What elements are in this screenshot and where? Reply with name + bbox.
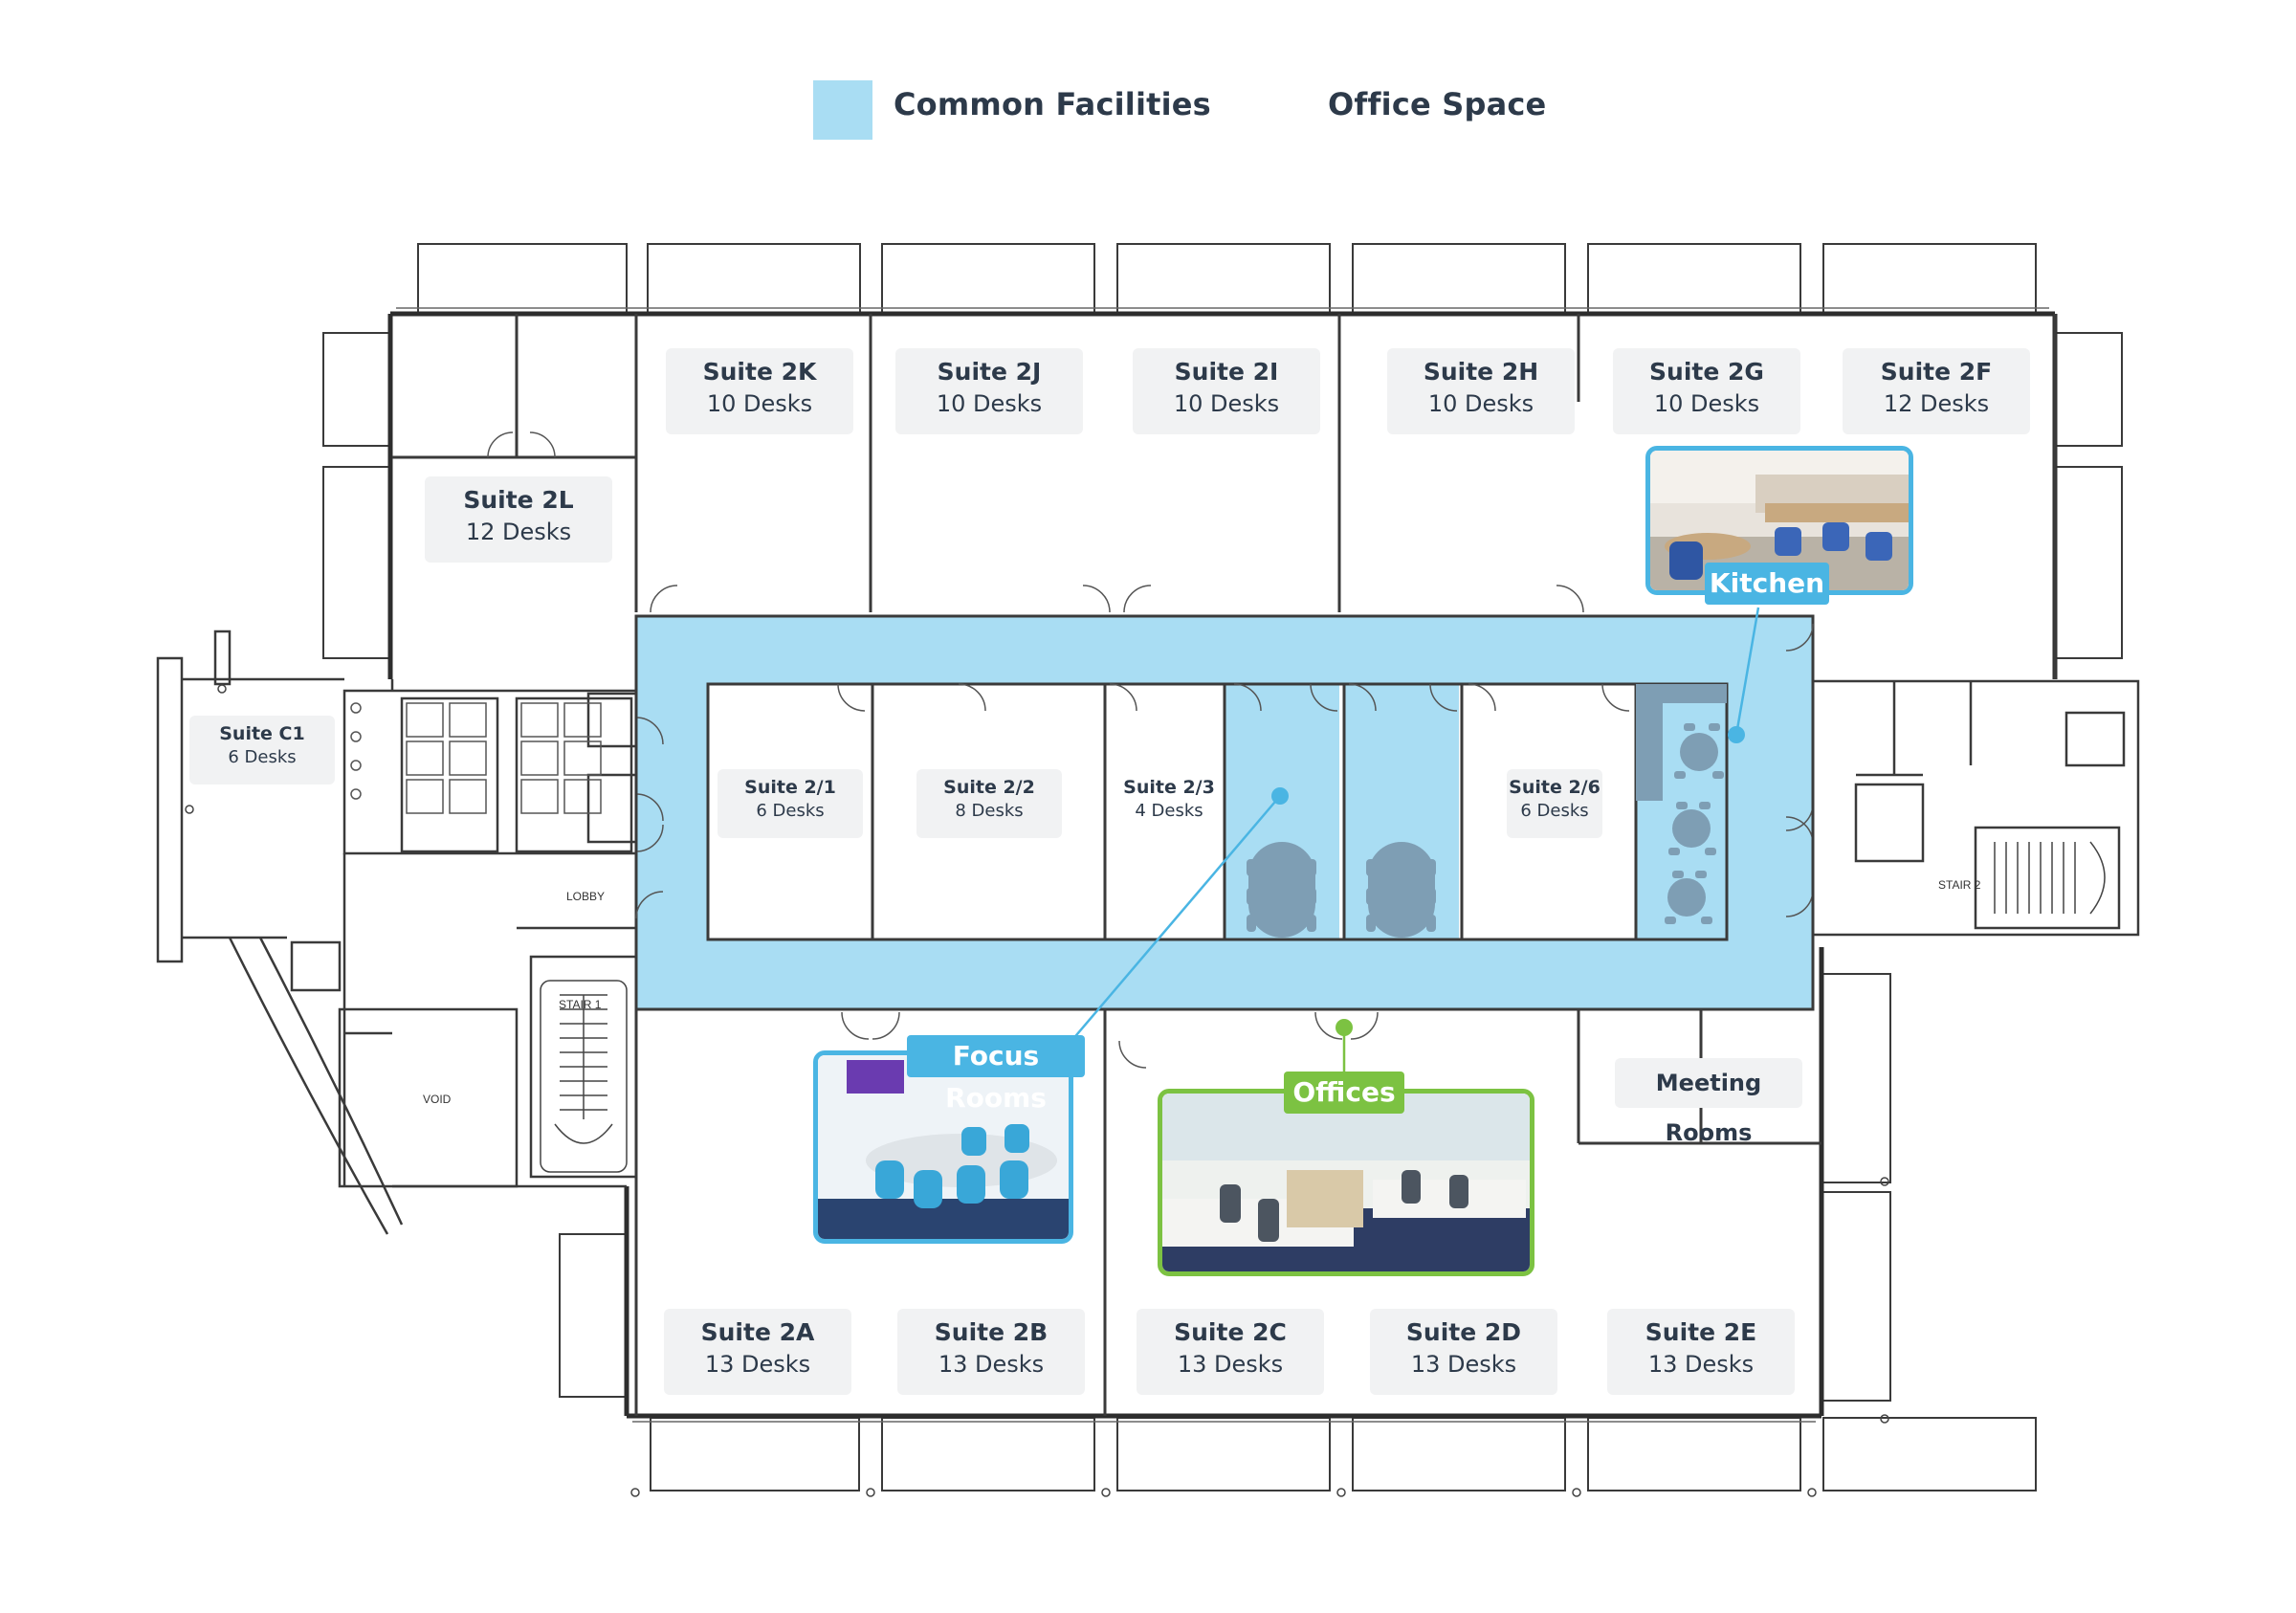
suite-2i[interactable]: Suite 2I 10 Desks bbox=[1133, 348, 1320, 434]
suite-desks: 12 Desks bbox=[465, 519, 572, 545]
offices-photo[interactable] bbox=[1158, 1089, 1534, 1276]
suite-name: Suite 2G bbox=[1649, 358, 1764, 386]
suite-c1[interactable]: Suite C1 6 Desks bbox=[189, 716, 335, 784]
suite-desks: 10 Desks bbox=[706, 390, 813, 417]
offices-tag[interactable]: Offices bbox=[1284, 1072, 1404, 1114]
suite-name: Suite C1 bbox=[219, 723, 305, 744]
suite-2f[interactable]: Suite 2F 12 Desks bbox=[1843, 348, 2030, 434]
suite-desks: 10 Desks bbox=[1427, 390, 1534, 417]
legend-office-space: Office Space bbox=[1328, 86, 1547, 122]
suite-2-1[interactable]: Suite 2/1 6 Desks bbox=[718, 769, 863, 838]
kitchen-tag[interactable]: Kitchen bbox=[1705, 563, 1829, 605]
suite-name: Suite 2/1 bbox=[744, 777, 836, 798]
suite-2b[interactable]: Suite 2B 13 Desks bbox=[897, 1309, 1085, 1395]
suite-2g[interactable]: Suite 2G 10 Desks bbox=[1613, 348, 1800, 434]
suite-2d[interactable]: Suite 2D 13 Desks bbox=[1370, 1309, 1557, 1395]
suite-name: Suite 2/6 bbox=[1509, 777, 1601, 798]
suite-2c[interactable]: Suite 2C 13 Desks bbox=[1137, 1309, 1324, 1395]
suite-desks: 6 Desks bbox=[228, 747, 297, 767]
suite-desks: 12 Desks bbox=[1883, 390, 1990, 417]
suite-desks: 10 Desks bbox=[1173, 390, 1280, 417]
suite-desks: 6 Desks bbox=[1520, 801, 1589, 821]
focus-rooms-photo[interactable] bbox=[813, 1050, 1073, 1244]
stair1-label: STAIR 1 bbox=[559, 998, 602, 1011]
suite-desks: 13 Desks bbox=[938, 1351, 1045, 1378]
suite-2h[interactable]: Suite 2H 10 Desks bbox=[1387, 348, 1575, 434]
focus-rooms-tag[interactable]: Focus Rooms bbox=[907, 1035, 1085, 1114]
suite-name: Suite 2L bbox=[463, 486, 574, 514]
suite-name: Suite 2B bbox=[934, 1318, 1049, 1346]
suite-desks: 13 Desks bbox=[704, 1351, 811, 1378]
suite-name: Suite 2A bbox=[700, 1318, 815, 1346]
suite-name: Suite 2/2 bbox=[943, 777, 1035, 798]
legend-common-facilities: Common Facilities bbox=[894, 86, 1211, 122]
suite-desks: 6 Desks bbox=[756, 801, 825, 821]
suite-2j[interactable]: Suite 2J 10 Desks bbox=[895, 348, 1083, 434]
suite-desks: 4 Desks bbox=[1135, 801, 1203, 821]
suite-2k[interactable]: Suite 2K 10 Desks bbox=[666, 348, 853, 434]
lobby-label: LOBBY bbox=[566, 890, 606, 903]
suite-name: Suite 2J bbox=[937, 358, 1042, 386]
suite-desks: 13 Desks bbox=[1177, 1351, 1284, 1378]
suite-name: Suite 2D bbox=[1405, 1318, 1522, 1346]
suite-desks: 10 Desks bbox=[1653, 390, 1760, 417]
stair2-label: STAIR 2 bbox=[1938, 878, 1981, 892]
suite-2-2[interactable]: Suite 2/2 8 Desks bbox=[916, 769, 1062, 838]
suite-desks: 13 Desks bbox=[1647, 1351, 1755, 1378]
suite-2l[interactable]: Suite 2L 12 Desks bbox=[425, 476, 612, 563]
suite-name: Suite 2/3 bbox=[1123, 777, 1215, 798]
meeting-rooms-label[interactable]: Meeting Rooms bbox=[1615, 1058, 1802, 1146]
suite-name: Suite 2K bbox=[702, 358, 817, 386]
offices-image bbox=[1162, 1094, 1530, 1271]
suite-name: Suite 2F bbox=[1880, 358, 1993, 386]
suite-2-6[interactable]: Suite 2/6 6 Desks bbox=[1507, 769, 1602, 838]
suite-name: Suite 2H bbox=[1423, 358, 1539, 386]
focus-rooms-image bbox=[818, 1055, 1069, 1239]
suite-2e[interactable]: Suite 2E 13 Desks bbox=[1607, 1309, 1795, 1395]
common-facilities-swatch bbox=[813, 80, 872, 140]
suite-name: Suite 2I bbox=[1174, 358, 1279, 386]
suite-2a[interactable]: Suite 2A 13 Desks bbox=[664, 1309, 851, 1395]
kitchen-photo[interactable] bbox=[1645, 446, 1913, 595]
suite-desks: 13 Desks bbox=[1410, 1351, 1517, 1378]
suite-desks: 10 Desks bbox=[936, 390, 1043, 417]
void-label: VOID bbox=[423, 1093, 452, 1106]
kitchen-image bbox=[1650, 451, 1909, 590]
suite-name: Suite 2C bbox=[1174, 1318, 1287, 1346]
suite-desks: 8 Desks bbox=[955, 801, 1024, 821]
suite-2-3[interactable]: Suite 2/3 4 Desks bbox=[1117, 769, 1221, 838]
suite-name: Suite 2E bbox=[1645, 1318, 1757, 1346]
